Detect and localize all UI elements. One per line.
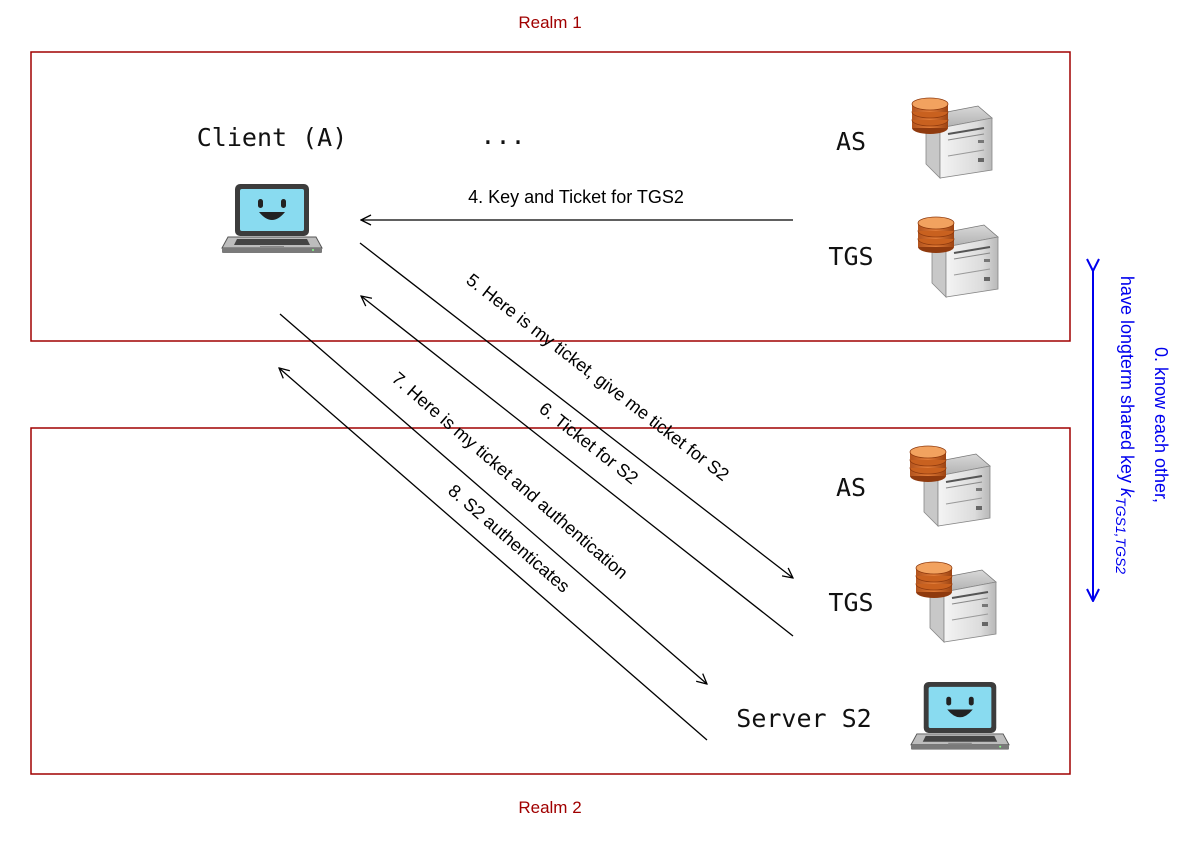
message-7-arrow xyxy=(279,313,707,684)
realm-2-box xyxy=(30,427,1071,775)
trust-note-line-1-text: 0. know each other, xyxy=(1151,347,1171,503)
trust-note-key-subscript: TGS1,TGS2 xyxy=(1113,497,1129,574)
as2-database-server-icon xyxy=(909,445,991,527)
client-laptop-icon xyxy=(221,183,323,254)
server-s2-laptop-icon xyxy=(910,681,1010,751)
trust-note-line-1: 0. know each other, xyxy=(1151,347,1171,503)
message-8-label: 8. S2 authenticates xyxy=(444,480,573,596)
server-s2-label: Server S2 xyxy=(736,704,871,733)
trust-note-line-2: have longterm shared key kTGS1,TGS2 xyxy=(1113,276,1137,574)
realm-1-label: Realm 1 xyxy=(518,13,581,32)
realm-2-label: Realm 2 xyxy=(518,798,581,817)
trust-note-key-symbol: k xyxy=(1117,488,1137,498)
ellipsis-label: ... xyxy=(480,121,525,150)
message-4-label: 4. Key and Ticket for TGS2 xyxy=(468,187,684,207)
as2-label: AS xyxy=(836,473,866,502)
as1-label: AS xyxy=(836,127,866,156)
trust-note-line-2-prefix: have longterm shared key xyxy=(1117,276,1137,488)
message-8-arrow xyxy=(279,368,708,741)
message-6-arrow xyxy=(361,296,794,637)
realm-1-box xyxy=(30,51,1071,342)
tgs1-database-server-icon xyxy=(917,216,999,298)
tgs2-label: TGS xyxy=(828,588,873,617)
tgs1-label: TGS xyxy=(828,242,873,271)
as1-database-server-icon xyxy=(911,97,993,179)
message-5-arrow xyxy=(359,242,793,578)
tgs2-database-server-icon xyxy=(915,561,997,643)
client-label: Client (A) xyxy=(197,123,348,152)
